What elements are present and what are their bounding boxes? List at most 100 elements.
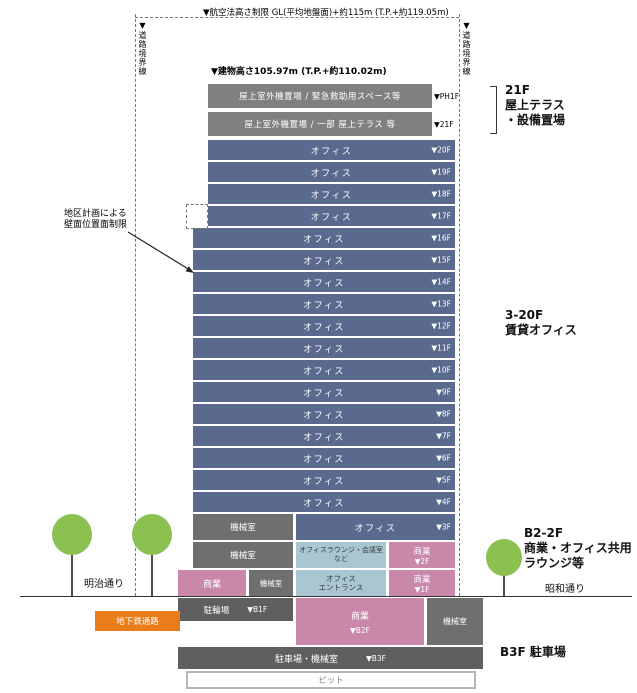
floor-marker-2f: ▼2F xyxy=(414,556,430,566)
road-boundary-label-left: ▼道路境界線 xyxy=(138,21,147,76)
floor-marker: ▼6F xyxy=(436,453,451,463)
machine-room-b1-b2: 機械室 xyxy=(427,598,483,645)
floor-marker: ▼5F xyxy=(436,475,451,485)
floor-marker-ph1f: ▼PH1F xyxy=(434,92,460,101)
floor-marker: ▼12F xyxy=(431,321,451,331)
office-floor-row: オフィス▼8F xyxy=(193,404,455,424)
office-floor-row: オフィス ▼13F xyxy=(193,294,455,314)
office-floor-label: オフィス xyxy=(310,190,353,201)
office-floor-label: オフィス xyxy=(303,278,345,289)
office-floor-label: オフィス xyxy=(303,388,345,399)
zone-label-line: 賃貸オフィス xyxy=(505,323,577,337)
parking-b3f: 駐車場・機械室 ▼B3F xyxy=(178,647,483,669)
machine-room-1f: 機械室 xyxy=(249,570,293,596)
commerce-label: 商業 xyxy=(350,611,369,622)
lounge-label: オフィスラウンジ・会議室など xyxy=(299,546,383,563)
office-floor-label: オフィス xyxy=(303,432,345,443)
floor-marker: ▼14F xyxy=(431,277,451,287)
zone-label-office: 3-20F 賃貸オフィス xyxy=(505,308,577,338)
parking-label: 駐車場・機械室 xyxy=(274,654,338,665)
floor-marker: ▼11F xyxy=(431,343,451,353)
office-floor-row: オフィス ▼16F xyxy=(193,228,455,248)
floor-marker: ▼9F xyxy=(436,387,451,397)
office-floor-row: オフィス▼15F xyxy=(193,250,455,270)
office-floor-row: オフィス ▼14F xyxy=(193,272,455,292)
office-floor-label: オフィス xyxy=(303,234,345,245)
bracket-21f xyxy=(490,86,497,134)
street-label-meiji: 明治通り xyxy=(84,579,124,590)
floor-marker: ▼20F xyxy=(431,145,451,155)
office-floor-label: オフィス xyxy=(303,410,345,421)
zone-label-line: B2-2F xyxy=(524,526,564,540)
wall-restriction-line: 壁面位置面制限 xyxy=(64,220,128,230)
wall-restriction-line: 地区計画による xyxy=(64,209,127,219)
floor-marker: ▼16F xyxy=(431,233,451,243)
commerce-1f-left: 商業 xyxy=(178,570,246,596)
zone-label-b3f: B3F 駐車場 xyxy=(500,645,566,659)
office-floor-label: オフィス xyxy=(310,212,353,223)
office-floor-row: オフィス ▼18F xyxy=(208,184,455,204)
commerce-2f: 商業 ▼2F xyxy=(389,542,455,568)
office-floor-row: オフィス▼11F xyxy=(193,338,455,358)
floor-marker: ▼18F xyxy=(431,189,451,199)
subway-passage: 地下鉄通路 xyxy=(95,611,180,631)
floor-marker: ▼13F xyxy=(431,299,451,309)
office-lounge-2f: オフィスラウンジ・会議室など xyxy=(296,542,386,568)
office-floor-label: オフィス xyxy=(310,168,353,179)
office-floor-label: オフィス xyxy=(303,322,345,333)
tree-icon xyxy=(486,539,522,576)
tree-icon xyxy=(52,514,92,555)
aviation-limit-label: ▼航空法高さ制限 GL(平均地盤面)+約115m (T.P.+約119.05m) xyxy=(203,8,449,18)
roof-floor-ph1f: 屋上室外機置場 / 緊急救助用スペース等 xyxy=(208,84,432,108)
aviation-limit-line xyxy=(135,17,459,18)
tree-trunk xyxy=(151,552,153,596)
office-floor-row: オフィス ▼9F xyxy=(193,382,455,402)
office-floor-label: オフィス xyxy=(310,146,353,157)
pit: ピット xyxy=(186,671,476,689)
office-floor-row: オフィス ▼17F xyxy=(208,206,455,226)
subway-passage-label: 地下鉄通路 xyxy=(116,617,159,627)
office-floor-label: オフィス xyxy=(303,454,345,465)
entrance-label-line: オフィス xyxy=(326,573,356,583)
office-floor-label: オフィス xyxy=(303,300,345,311)
floor-marker-b1f: ▼B1F xyxy=(247,605,268,614)
zone-label-line: 21F xyxy=(505,83,530,97)
road-boundary-line-left xyxy=(135,14,136,596)
zone-label-line: 屋上テラス xyxy=(505,98,565,112)
bicycle-parking-b1f: 駐輪場 ▼B1F xyxy=(178,598,293,621)
commerce-label: 商業 xyxy=(413,546,431,557)
office-floor-label: オフィス xyxy=(303,366,345,377)
zone-label-b2-2f: B2-2F 商業・オフィス共用 ラウンジ等 xyxy=(524,526,632,571)
machine-room-label: 機械室 xyxy=(230,551,256,561)
wall-restriction-zone xyxy=(186,204,208,229)
commerce-b1-b2: 商業 ▼B2F xyxy=(296,598,424,645)
zone-label-line: ・設備置場 xyxy=(505,113,566,127)
building-height-label: ▼建物高さ105.97m (T.P.+約110.02m) xyxy=(211,67,387,77)
office-floor-row: オフィス▼4F xyxy=(193,492,455,512)
office-floor-row: オフィス ▼10F xyxy=(193,360,455,380)
floor-marker: ▼7F xyxy=(436,431,451,441)
roof-floor-label: 屋上室外機置場 / 緊急救助用スペース等 xyxy=(239,92,401,102)
floor-marker-21f: ▼21F xyxy=(434,120,454,129)
road-boundary-line-right xyxy=(459,14,460,596)
office-3f: オフィス ▼3F xyxy=(296,514,455,540)
floor-marker: ▼15F xyxy=(431,255,451,265)
machine-room-label: 機械室 xyxy=(259,578,283,588)
zone-label-line: 3-20F xyxy=(505,308,544,322)
machine-room-3f: 機械室 xyxy=(193,514,293,540)
zone-label-line: ラウンジ等 xyxy=(524,556,585,570)
zone-label-line: 商業・オフィス共用 xyxy=(524,541,632,555)
tree-icon xyxy=(132,514,172,555)
commerce-label: 商業 xyxy=(202,579,221,590)
machine-room-label: 機械室 xyxy=(230,523,256,533)
office-floor-row: オフィス▼5F xyxy=(193,470,455,490)
floor-marker: ▼10F xyxy=(431,365,451,375)
floor-marker: ▼17F xyxy=(431,211,451,221)
office-floor-row: オフィス ▼6F xyxy=(193,448,455,468)
commerce-label: 商業 xyxy=(413,574,431,585)
office-floor-row: オフィス ▼12F xyxy=(193,316,455,336)
office-label: オフィス xyxy=(354,523,397,534)
roof-floor-21f: 屋上室外機置場 / 一部 屋上テラス 等 xyxy=(208,112,432,136)
